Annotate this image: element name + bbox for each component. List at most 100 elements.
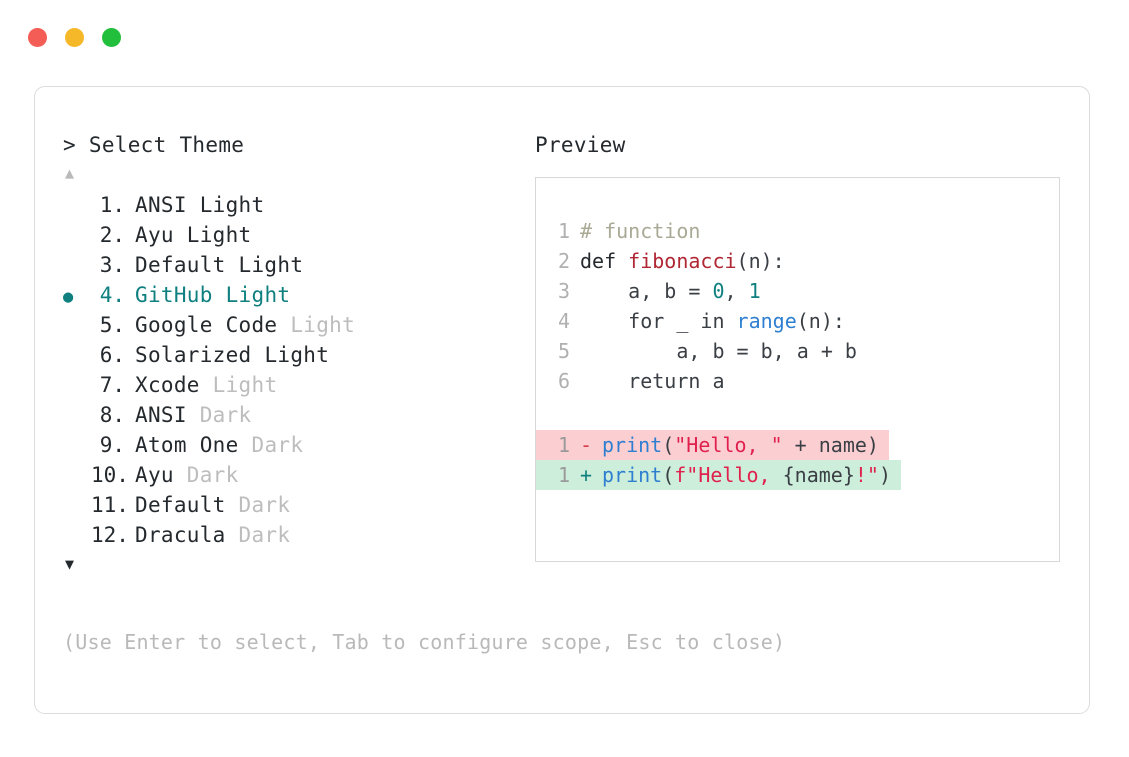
code-token: + name) [782, 433, 879, 457]
code-token: ( [662, 433, 675, 457]
code-token: a, b = b, a + b [580, 339, 857, 363]
page-title: > Select Theme [63, 133, 245, 157]
code-token: {name} [782, 463, 855, 487]
code-token: fibonacci [628, 249, 737, 273]
theme-item-name: Solarized [135, 343, 265, 367]
theme-selector-card: > Select Theme ▲ 1. ANSI Light 2. Ayu Ligh… [34, 86, 1090, 714]
bullet-placeholder [63, 312, 91, 342]
theme-list-item[interactable]: 3. Default Light [63, 250, 513, 280]
code-token: ) [878, 463, 892, 487]
theme-item-number: 10. [91, 463, 129, 487]
diff-body: 1-print("Hello, " + name)1+print(f"Hello… [536, 430, 1059, 490]
line-number: 1 [557, 219, 570, 243]
theme-item-name: ANSI [135, 193, 200, 217]
code-token: ( [662, 463, 675, 487]
theme-item-number: 7. [99, 373, 125, 397]
theme-list-item[interactable]: 1. ANSI Light [63, 190, 513, 220]
theme-item-variant-tag: Light [186, 223, 252, 247]
theme-item-variant-tag: Dark [251, 433, 304, 457]
code-token: range [736, 309, 797, 333]
diff-added-line: 1+print(f"Hello, {name}!") [536, 460, 902, 490]
theme-list-item[interactable]: 11.Default Dark [63, 490, 513, 520]
bullet-placeholder [63, 462, 91, 492]
code-line-text: def fibonacci(n): [580, 246, 785, 276]
minimize-icon[interactable] [65, 28, 84, 47]
theme-item-label: Google Code Light [135, 310, 355, 340]
theme-item-name: Ayu [135, 223, 187, 247]
theme-item-number: 11. [91, 493, 129, 517]
theme-item-label: Ayu Light [135, 220, 252, 250]
theme-list-item[interactable]: 8. ANSI Dark [63, 400, 513, 430]
theme-item-variant-tag: Light [199, 193, 265, 217]
code-line-text: a, b = 0, 1 [580, 276, 760, 306]
bullet-placeholder [63, 372, 91, 402]
theme-item-variant-tag: Dark [238, 493, 291, 517]
code-token: (n): [736, 249, 785, 273]
code-token: f"Hello, [674, 463, 783, 487]
bullet-placeholder [63, 522, 91, 552]
bullet-placeholder [63, 342, 91, 372]
diff-minus-sign: - [580, 433, 593, 457]
scroll-up-icon[interactable]: ▲ [65, 164, 75, 182]
code-token: a, b = [580, 279, 713, 303]
line-number: 1 [557, 433, 570, 457]
theme-list-item[interactable]: ●4.GitHub Light [63, 280, 513, 310]
theme-item-variant-tag: Dark [186, 463, 239, 487]
code-spacer [536, 396, 1059, 430]
code-token: print [602, 433, 663, 457]
code-token: # function [580, 219, 701, 243]
theme-list-item[interactable]: 12.Dracula Dark [63, 520, 513, 550]
bullet-placeholder [63, 222, 91, 252]
theme-item-name: Google Code [135, 313, 291, 337]
theme-item-name: Atom One [135, 433, 252, 457]
theme-item-variant-tag: Light [238, 253, 304, 277]
theme-item-variant-tag: Dark [238, 523, 291, 547]
code-line: 5 a, b = b, a + b [536, 336, 1059, 366]
theme-list[interactable]: 1. ANSI Light 2. Ayu Light 3. Default Light… [63, 190, 513, 550]
code-token: def [580, 249, 629, 273]
theme-item-number: 2. [99, 223, 125, 247]
theme-list-item[interactable]: 5.Google Code Light [63, 310, 513, 340]
theme-item-variant-tag: Light [264, 343, 330, 367]
theme-item-variant-tag: Light [212, 373, 278, 397]
code-line: 4 for _ in range(n): [536, 306, 1059, 336]
close-icon[interactable] [28, 28, 47, 47]
theme-item-label: Default Dark [135, 490, 290, 520]
theme-item-label: ANSI Light [135, 190, 264, 220]
code-token: (n): [796, 309, 845, 333]
diff-plus-sign: + [580, 463, 593, 487]
diff-removed-line: 1-print("Hello, " + name) [536, 430, 889, 460]
theme-item-number: 6. [99, 343, 125, 367]
code-line-text: return a [580, 366, 724, 396]
theme-item-label: Ayu Dark [135, 460, 239, 490]
theme-item-label: ANSI Dark [135, 400, 252, 430]
line-number: 4 [557, 309, 570, 333]
theme-item-label: Default Light [135, 250, 303, 280]
theme-item-number: 8. [99, 403, 125, 427]
theme-list-item[interactable]: 6. Solarized Light [63, 340, 513, 370]
scroll-down-icon[interactable]: ▼ [65, 555, 75, 573]
code-token: 0 [712, 279, 725, 303]
bullet-placeholder [63, 402, 91, 432]
theme-item-number: 1. [99, 193, 125, 217]
theme-item-name: ANSI [135, 403, 200, 427]
theme-item-variant-tag: Dark [199, 403, 252, 427]
theme-list-item[interactable]: 10.Ayu Dark [63, 460, 513, 490]
theme-item-name: Default [135, 253, 239, 277]
theme-list-item[interactable]: 7.Xcode Light [63, 370, 513, 400]
theme-list-item[interactable]: 2. Ayu Light [63, 220, 513, 250]
theme-list-item[interactable]: 9.Atom One Dark [63, 430, 513, 460]
theme-item-name: GitHub [135, 283, 226, 307]
theme-item-name: Default [135, 493, 239, 517]
code-token: for _ in [580, 309, 737, 333]
bullet-placeholder [63, 432, 91, 462]
code-token: , [724, 279, 749, 303]
maximize-icon[interactable] [102, 28, 121, 47]
theme-item-variant-tag: Light [225, 283, 291, 307]
theme-item-number: 3. [99, 253, 125, 277]
bullet-placeholder [63, 492, 91, 522]
